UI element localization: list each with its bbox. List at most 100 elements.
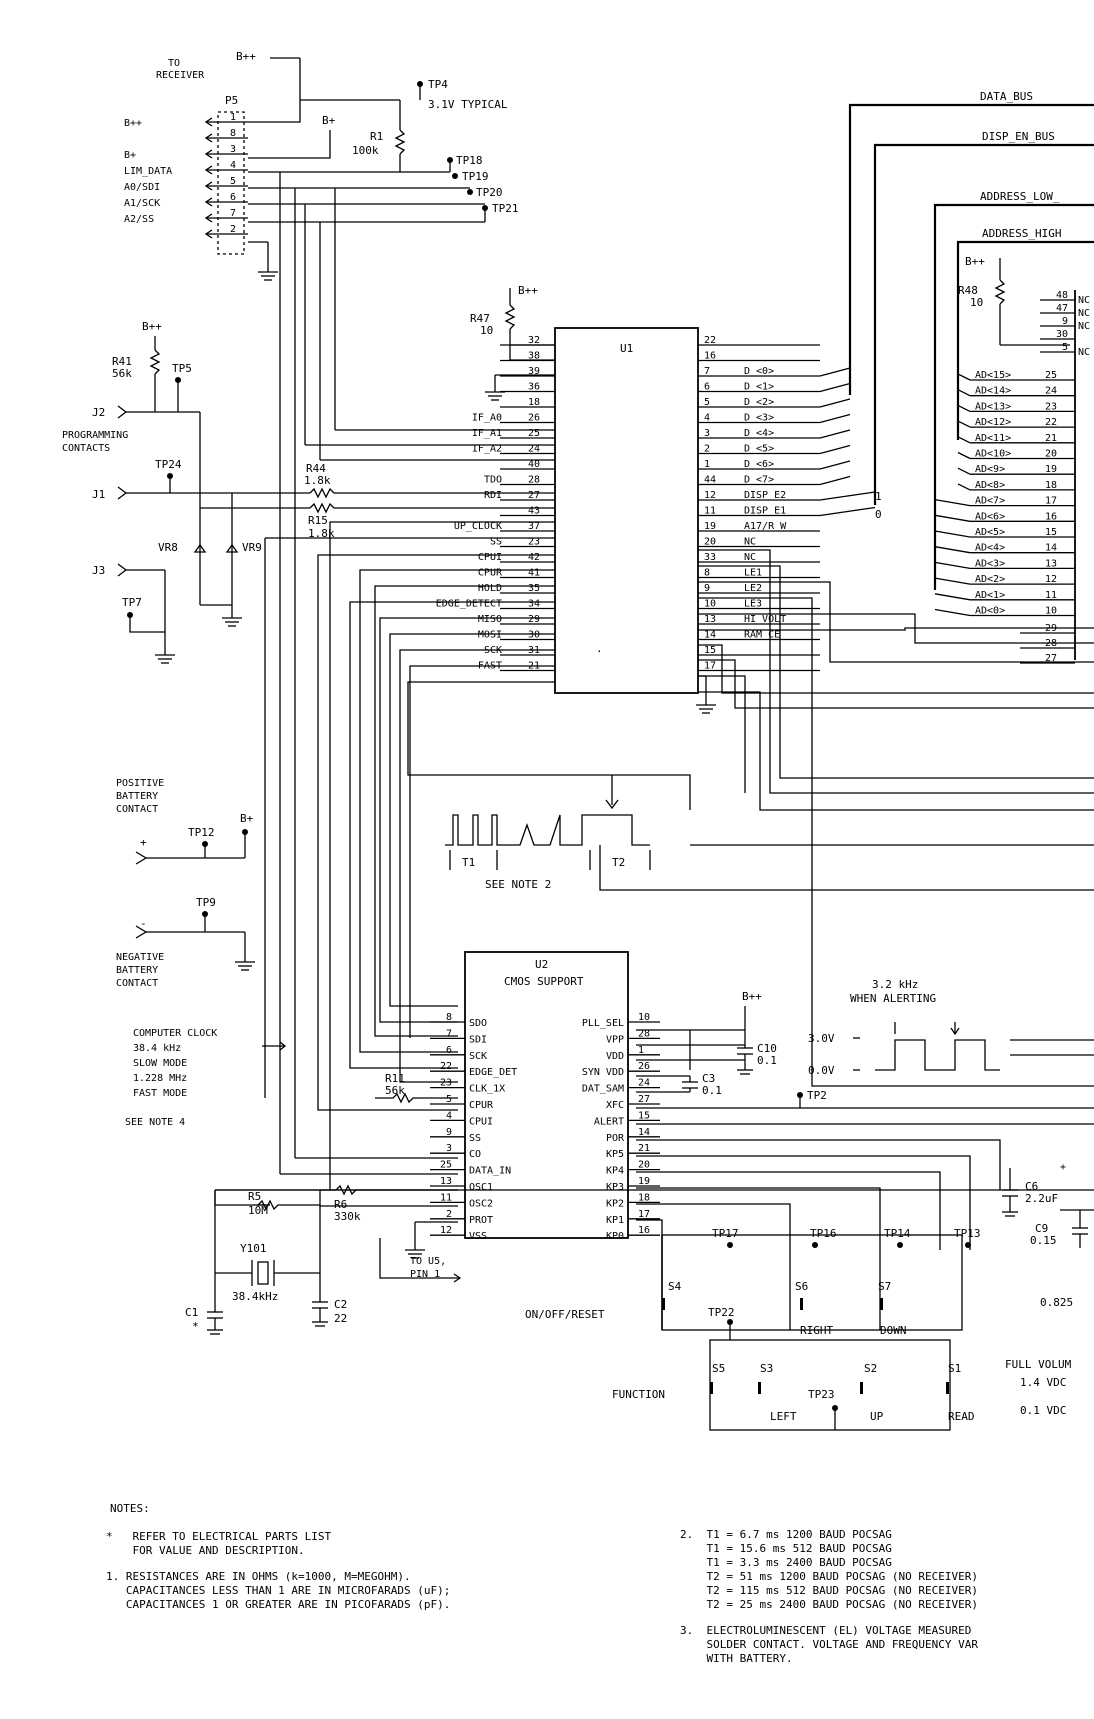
- to-u5-label: TO U5,PIN 1: [410, 1256, 446, 1280]
- u1-left-pin-name: TDO: [484, 475, 502, 486]
- u1-right-pin-name: D <2>: [744, 397, 774, 408]
- u1-left-pin-number: 26: [528, 413, 540, 424]
- u1-right-pin-number: 33: [704, 552, 716, 563]
- u2-right-pin-number: 14: [638, 1127, 650, 1138]
- note-star: * REFER TO ELECTRICAL PARTS LIST FOR VAL…: [106, 1530, 332, 1557]
- mem-addr-stub: [934, 530, 971, 538]
- u1-right-pin-name: RAM_CE: [744, 630, 780, 641]
- mem-addr-stub: [934, 577, 971, 585]
- u1-right-pin-number: 14: [704, 630, 716, 641]
- u2-left-pin-name: SDI: [469, 1034, 487, 1045]
- mem-addr-pin-name: AD<6>: [975, 511, 1005, 522]
- c10-bpp: B++: [742, 990, 762, 1003]
- u2-right-pin-name: DAT_SAM: [582, 1084, 624, 1095]
- p5-bpp-wire: [248, 58, 301, 123]
- r15-ref: R15: [308, 514, 328, 527]
- right-v2: 0.1 VDC: [1020, 1404, 1066, 1417]
- u1-left-pin-number: 27: [528, 490, 540, 501]
- data-bus-line: [848, 103, 1094, 395]
- vr9-diode: [225, 543, 239, 553]
- p5-net-label: A1/SCK: [124, 198, 160, 209]
- u1-right-pin-number: 20: [704, 537, 716, 548]
- u1-routing: [264, 521, 1094, 1191]
- tp20-label: TP20: [476, 186, 503, 199]
- u1-left-pin-number: 29: [528, 614, 540, 625]
- mem-addr-stub: [934, 593, 971, 601]
- mem-top-pin-number: 5: [1062, 342, 1068, 353]
- u2-left-pin-number: 2: [446, 1209, 452, 1220]
- bplus-battery: B+: [240, 812, 254, 825]
- r48-value: 10: [970, 296, 983, 309]
- mem-addr-pin-number: 15: [1045, 527, 1057, 538]
- s5-switch: [710, 1382, 713, 1394]
- u1-left-pin-number: 32: [528, 335, 540, 346]
- u2-left-pin-name: SCK: [469, 1051, 487, 1062]
- u1-right-pin-name: NC: [744, 537, 756, 548]
- u2-chip: U2 CMOS SUPPORT 8SDO7SDI6SCK22EDGE_DET23…: [185, 951, 660, 1335]
- u1-left-pin-number: 40: [528, 459, 540, 470]
- onoff-label: ON/OFF/RESET: [525, 1308, 605, 1321]
- s2-label: S2: [864, 1362, 877, 1375]
- u1-right-pin-name: D <1>: [744, 382, 774, 393]
- note-3: 3. ELECTROLUMINESCENT (EL) VOLTAGE MEASU…: [680, 1624, 979, 1665]
- u1-left-pin-name: MOSI: [478, 630, 502, 641]
- c1-value: *: [192, 1320, 199, 1333]
- mem-addr-pin-name: AD<4>: [975, 543, 1005, 554]
- u1-right-pin-name: DISP_E1: [744, 506, 786, 517]
- keypad-switches: TP17 TP16 TP14 TP13 S4 S6 S7 TP22 ON/OFF…: [525, 1227, 1072, 1431]
- mem-addr-stub: [957, 436, 971, 444]
- u2-left-pin-number: 11: [440, 1192, 452, 1203]
- tp12-label: TP12: [188, 826, 215, 839]
- p5-pin-number: 4: [230, 160, 236, 171]
- r1-tp4-group: TP4 3.1V TYPICAL R1 100k TP18 TP19 TP20 …: [248, 78, 519, 223]
- u1-right-pin-number: 16: [704, 351, 716, 362]
- u2-right-pin-name: VPP: [606, 1034, 624, 1045]
- r41-bpp: B++: [142, 320, 162, 333]
- u2-right-pin-name: KP3: [606, 1182, 624, 1193]
- tp23-label: TP23: [808, 1388, 835, 1401]
- y101-crystal: [257, 1261, 269, 1285]
- u1-right-pin-number: 8: [704, 568, 710, 579]
- u2-left-pin-name: EDGE_DET: [469, 1067, 517, 1078]
- u1-left-pin-number: 28: [528, 475, 540, 486]
- u1-right-pin-number: 7: [704, 366, 710, 377]
- u1-left-pin-name: SS: [490, 537, 502, 548]
- tp14-label: TP14: [884, 1227, 911, 1240]
- c6-ref: C6: [1025, 1180, 1038, 1193]
- p5-pin-number: 5: [230, 176, 236, 187]
- p5-pin-number: 3: [230, 144, 236, 155]
- u2-right-pin-name: KP1: [606, 1215, 624, 1226]
- mem-addr-pin-name: AD<8>: [975, 480, 1005, 491]
- read-label: READ: [948, 1410, 975, 1423]
- u2-left-pin-number: 5: [446, 1094, 452, 1105]
- u1-left-pin-name: CPUR: [478, 568, 503, 579]
- tp4-label: TP4: [428, 78, 448, 91]
- mem-addr-stub: [957, 373, 971, 381]
- r5-ref: R5: [248, 1190, 261, 1203]
- p5-pin-number: 8: [230, 128, 236, 139]
- mem-addr-pin-name: AD<1>: [975, 590, 1005, 601]
- data-bus-stub: [819, 460, 851, 470]
- u1-right-pin-name: D <0>: [744, 366, 774, 377]
- address-low-line: [933, 203, 1094, 590]
- u1-left-pin-number: 18: [528, 397, 540, 408]
- tp9-label: TP9: [196, 896, 216, 909]
- u1-right-pin-name: A17/R_W: [744, 521, 787, 532]
- p5-vertical-wires: [279, 172, 555, 1174]
- r11-value: 56k: [385, 1084, 405, 1097]
- data-bus-stub: [819, 475, 851, 486]
- r11-ref: R11: [385, 1072, 405, 1085]
- p5-pin-number: 7: [230, 208, 236, 219]
- mem-addr-stub: [957, 451, 971, 460]
- r47-ref: R47: [470, 312, 490, 325]
- s3-label: S3: [760, 1362, 773, 1375]
- bus-bit-1: 1: [875, 490, 882, 503]
- y101-ref: Y101: [240, 1242, 267, 1255]
- mem-addr-pin-number: 22: [1045, 417, 1057, 428]
- u2-right-pin-number: 15: [638, 1110, 650, 1121]
- mem-addr-pin-name: AD<5>: [975, 527, 1005, 538]
- note-1: 1. RESISTANCES ARE IN OHMS (k=1000, M=ME…: [106, 1570, 451, 1611]
